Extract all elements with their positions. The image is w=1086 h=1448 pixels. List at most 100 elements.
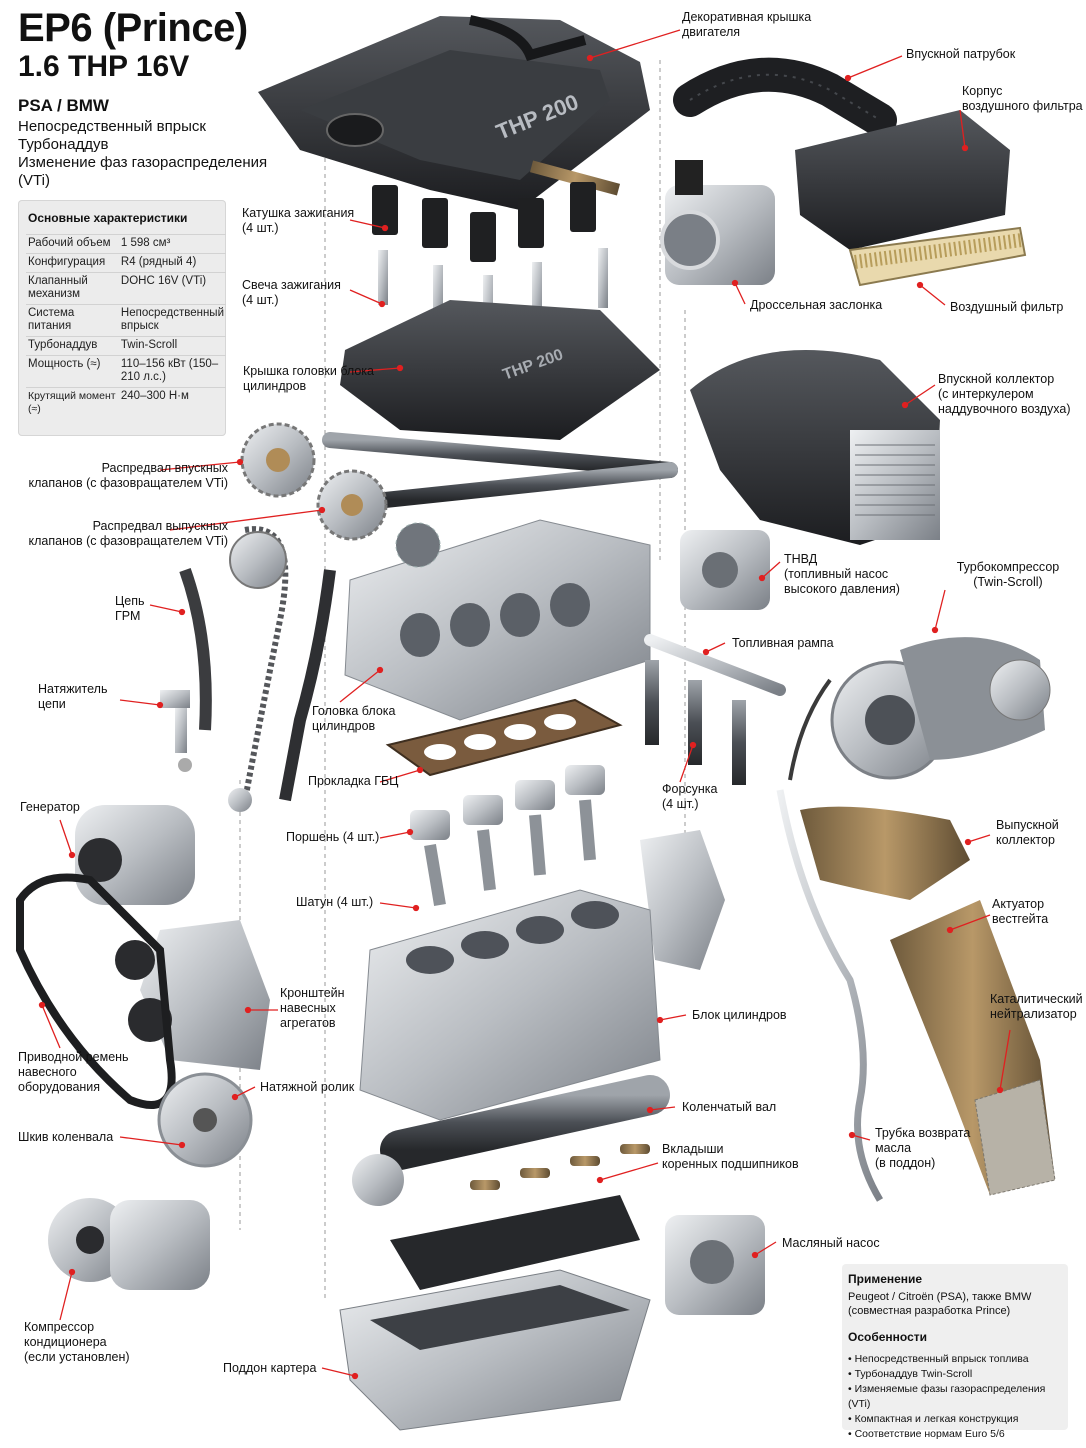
idler-pulley-part — [157, 1072, 253, 1168]
features-list: Непосредственный впрыск топлива Турбонад… — [848, 1352, 1068, 1442]
spec-value: R4 (рядный 4) — [118, 253, 226, 273]
label-spark-plug: Свеча зажигания (4 шт.) — [242, 278, 341, 307]
tech-line: (VTi) — [18, 172, 50, 189]
spec-value: Непосредственный впрыск — [118, 304, 226, 337]
oil-pump-part — [665, 1215, 765, 1315]
label-catalyst: Каталитический нейтрализатор — [990, 992, 1083, 1021]
label-valve-cover: Крышка головки блока цилиндров — [243, 364, 375, 393]
block-side-bracket-part — [640, 830, 725, 970]
oil-return-pipe-part — [776, 678, 884, 1202]
head-gasket-part — [385, 698, 623, 777]
label-ac-compressor: Компрессор кондиционера (если установлен… — [24, 1320, 130, 1364]
intake-camshaft-part — [240, 422, 678, 498]
timing-chain-part — [179, 526, 336, 812]
label-injector: Форсунка (4 шт.) — [662, 782, 718, 811]
page-subtitle: 1.6 THP 16V — [18, 50, 190, 83]
intake-pipe-part — [673, 57, 897, 137]
main-bearings-part — [470, 1144, 650, 1190]
turbocharger-part — [830, 637, 1051, 780]
label-head-gasket: Прокладка ГБЦ — [308, 774, 399, 788]
label-piston: Поршень (4 шт.) — [286, 830, 380, 844]
exhaust-camshaft-part — [316, 462, 678, 541]
oil-pan-part — [339, 1269, 651, 1431]
spec-value: 110–156 кВт (150–210 л.с.) — [118, 355, 226, 388]
features-heading: Особенности — [848, 1330, 928, 1344]
cylinder-head-part — [344, 519, 651, 721]
spec-key: Система питания — [26, 304, 119, 337]
spec-row: Крутящий момент (≈)240–300 Н·м — [26, 387, 226, 419]
label-drive-belt: Приводной ремень навесного оборудования — [18, 1050, 129, 1094]
spec-row: Мощность (≈)110–156 кВт (150–210 л.с.) — [26, 355, 226, 388]
label-hpfp: ТНВД (топливный насос высокого давления) — [784, 552, 900, 596]
spec-key: Крутящий момент (≈) — [26, 387, 119, 419]
label-turbocharger: Турбокомпрессор (Twin-Scroll) — [956, 560, 1060, 589]
conrods-part — [424, 799, 596, 906]
label-generator: Генератор — [20, 800, 80, 814]
spec-key: Конфигурация — [26, 253, 119, 273]
label-air-filter-housing: Корпус воздушного фильтра — [962, 84, 1083, 113]
label-fuel-rail: Топливная рампа — [732, 636, 834, 650]
feature-item: Изменяемые фазы газораспределения (VTi) — [848, 1382, 1068, 1412]
ac-compressor-part — [48, 1198, 210, 1290]
label-intake-camshaft: Распредвал впускных клапанов (с фазовращ… — [28, 461, 228, 490]
label-idler-pulley: Натяжной ролик — [260, 1080, 355, 1094]
engine-cover-part: THP 200 — [258, 15, 650, 210]
spec-key: Клапанный механизм — [26, 272, 119, 305]
label-chain-tensioner: Натяжитель цепи — [38, 682, 108, 711]
label-throttle: Дроссельная заслонка — [750, 298, 883, 312]
label-main-bearings: Вкладыши коренных подшипников — [662, 1142, 799, 1171]
ignition-coils-part — [372, 182, 596, 262]
application-heading: Применение — [848, 1272, 923, 1286]
generator-part — [75, 805, 195, 905]
label-cylinder-block: Блок цилиндров — [692, 1008, 787, 1022]
intake-manifold-part — [690, 350, 940, 545]
label-oil-pan: Поддон картера — [223, 1361, 317, 1375]
feature-item: Соответствие нормам Euro 5/6 — [848, 1427, 1068, 1442]
throttle-body-part — [660, 160, 775, 285]
catalyst-part — [890, 900, 1056, 1196]
manufacturer-label: PSA / BMW — [18, 96, 109, 115]
label-engine-cover: Декоративная крышка двигателя — [682, 10, 812, 39]
label-crankshaft: Коленчатый вал — [682, 1100, 777, 1114]
label-cylinder-head: Головка блока цилиндров — [312, 704, 396, 733]
valve-cover-part: THP 200 — [340, 300, 660, 440]
label-oil-pump: Масляный насос — [782, 1236, 880, 1250]
spec-value: DOHC 16V (VTi) — [118, 272, 226, 305]
feature-item: Турбонаддув Twin-Scroll — [848, 1367, 1068, 1382]
air-filter-part — [848, 226, 1027, 287]
pistons-part — [410, 765, 605, 840]
label-crank-pulley: Шкив коленвала — [18, 1130, 114, 1144]
feature-item: Непосредственный впрыск топлива — [848, 1352, 1068, 1367]
page-title: EP6 (Prince) — [18, 6, 248, 50]
air-filter-housing-part — [795, 110, 1010, 250]
drive-belt-part — [16, 873, 176, 1109]
label-conrod: Шатун (4 шт.) — [296, 895, 374, 909]
accessory-bracket-part — [115, 920, 270, 1070]
label-air-filter: Воздушный фильтр — [950, 300, 1064, 314]
spec-key: Рабочий объем — [26, 234, 119, 254]
chain-tensioner-part — [160, 690, 192, 772]
cylinder-block-part — [359, 889, 661, 1121]
bearing-ladder-part — [390, 1195, 640, 1290]
label-exhaust-manifold: Выпускной коллектор — [996, 818, 1059, 847]
label-timing-chain: Цепь ГРМ — [115, 594, 145, 623]
label-exhaust-camshaft: Распредвал выпускных клапанов (с фазовра… — [28, 519, 228, 548]
label-accessory-bracket: Кронштейн навесных агрегатов — [280, 986, 345, 1030]
feature-item: Компактная и легкая конструкция — [848, 1412, 1068, 1427]
crankshaft-part — [352, 1075, 670, 1206]
hpfp-part — [680, 530, 770, 610]
info-panel: Применение Peugeot / Citroën (PSA), такж… — [842, 1264, 1068, 1440]
label-intake-manifold: Впускной коллектор (с интеркулером надду… — [938, 372, 1071, 416]
fuel-rail-part — [644, 634, 786, 696]
spec-key: Мощность (≈) — [26, 355, 119, 388]
application-text: Peugeot / Citroën (PSA), также BMW (совм… — [848, 1291, 1032, 1317]
spec-value: Twin-Scroll — [118, 336, 226, 356]
spec-heading: Основные характеристики — [28, 211, 188, 225]
